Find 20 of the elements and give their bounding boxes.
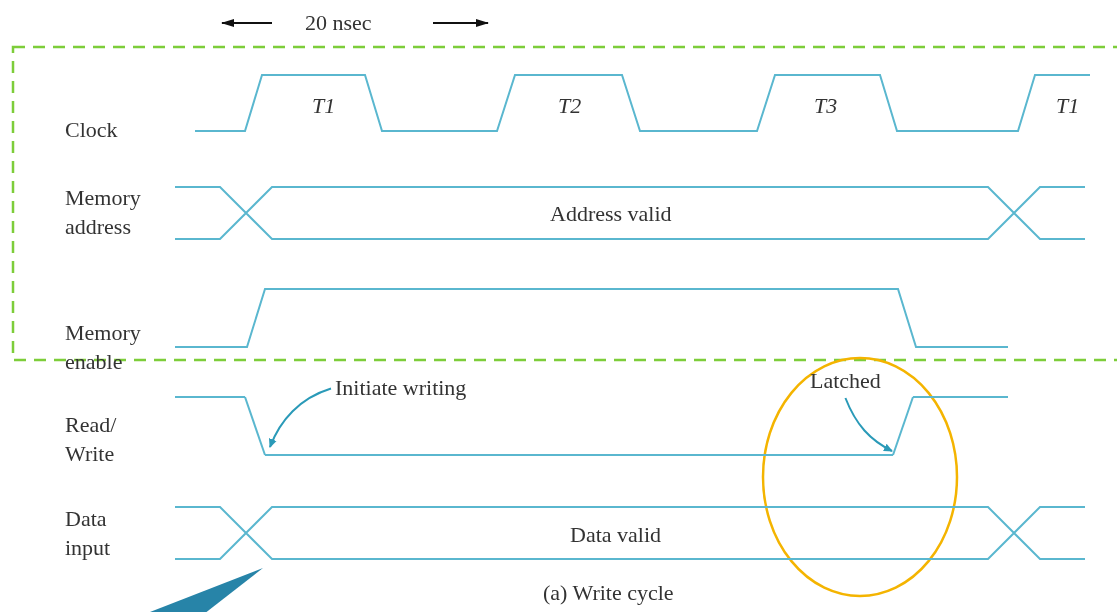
callout-pointer bbox=[150, 568, 263, 612]
rising-edge bbox=[892, 396, 914, 456]
leader-arrow bbox=[844, 397, 893, 452]
bus-state-label: Address valid bbox=[550, 200, 673, 228]
bus-state-label: Data valid bbox=[570, 521, 663, 549]
leader-arrow bbox=[269, 387, 332, 448]
dimension-label: 20 nsec bbox=[305, 9, 373, 37]
clock-phase-label: T3 bbox=[814, 92, 839, 120]
signal-name: Read/ Write bbox=[65, 411, 118, 468]
clock-phase-label: T2 bbox=[558, 92, 583, 120]
signal-name: Memory enable bbox=[65, 319, 142, 376]
annotation-text: Latched bbox=[810, 366, 881, 395]
signal-name: Data input bbox=[65, 505, 112, 562]
signal-name: Clock bbox=[65, 116, 119, 144]
clock-phase-label: T1 bbox=[312, 92, 337, 120]
clock-phase-label: T1 bbox=[1056, 92, 1081, 120]
caption: (a) Write cycle bbox=[543, 579, 675, 607]
annotation-text: Initiate writing bbox=[335, 373, 467, 402]
signal-name: Memory address bbox=[65, 184, 142, 241]
falling-edge bbox=[244, 396, 266, 456]
